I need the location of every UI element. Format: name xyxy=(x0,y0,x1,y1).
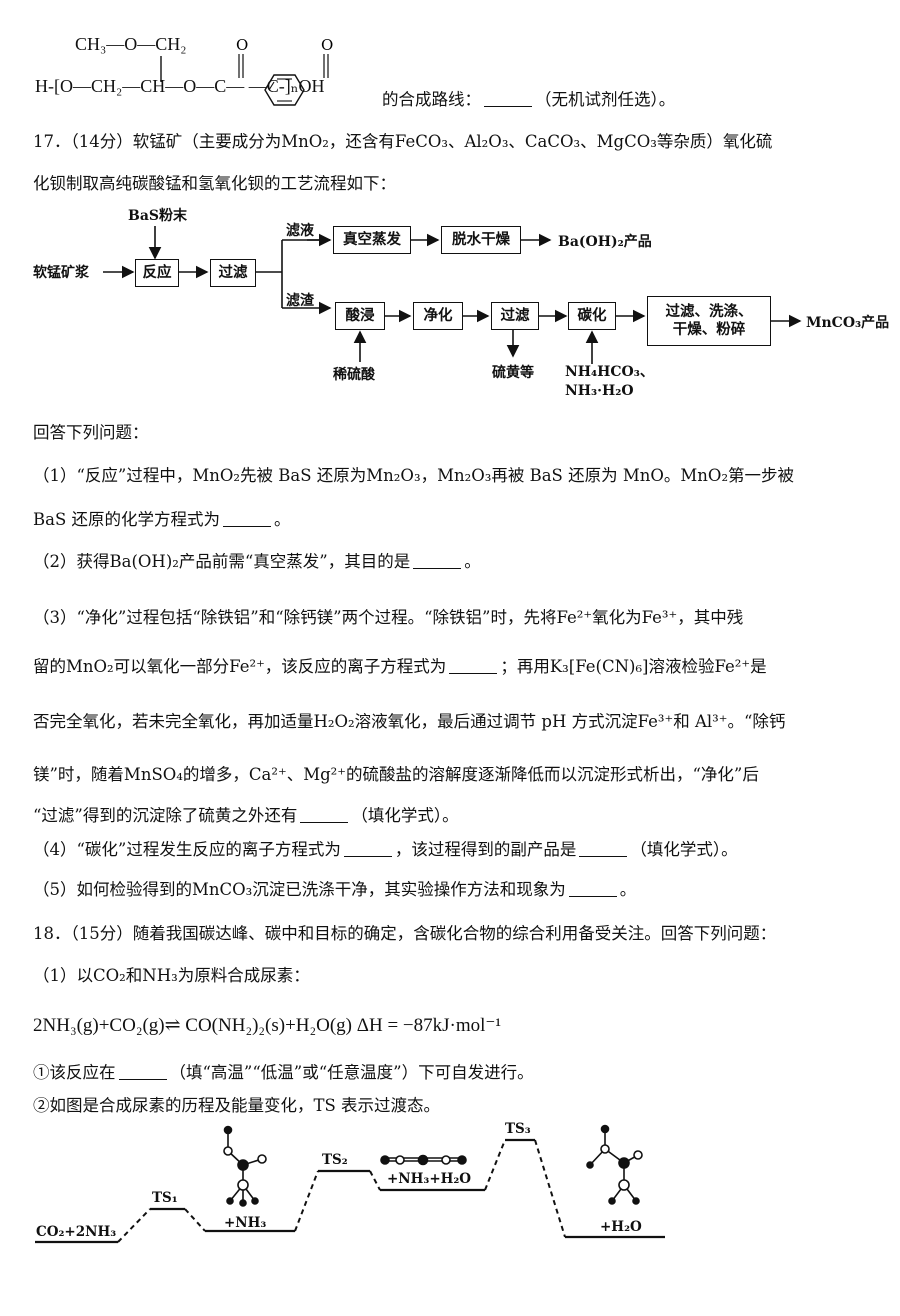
product-mnco3-label: MnCO₃产品 xyxy=(806,315,890,331)
answer-blank[interactable] xyxy=(449,672,498,674)
step-vacuum-evaporation: 真空蒸发 xyxy=(333,226,411,254)
q17-part4: （4）“碳化”过程发生反应的离子方程式为，该过程得到的副产品是（填化学式）。 xyxy=(33,840,738,859)
step-react: 反应 xyxy=(135,259,179,287)
q18-sub1: ①该反应在（填“高温”“低温”或“任意温度”）下可自发进行。 xyxy=(33,1063,534,1082)
q17-stem-line2: 化钡制取高纯碳酸锰和氢氧化钡的工艺流程如下： xyxy=(33,174,396,193)
q18-stem: 18．（15分）随着我国碳达峰、碳中和目标的确定，含碳化合物的综合利用备受关注。… xyxy=(33,924,777,943)
intermediate-molecule-2-icon xyxy=(380,1154,467,1166)
answer-blank[interactable] xyxy=(579,855,628,857)
step-acid-leach: 酸浸 xyxy=(335,302,385,330)
dilute-sulfuric-acid-label: 稀硫酸 xyxy=(333,367,375,383)
step-filter-1: 过滤 xyxy=(210,259,256,287)
svg-text:O: O xyxy=(321,36,333,54)
bas-powder-label: BaS粉末 xyxy=(128,208,188,224)
ts3-label: TS₃ xyxy=(505,1121,531,1137)
answer-blank[interactable] xyxy=(300,821,349,823)
intermediate-molecule-1-icon xyxy=(223,1125,267,1207)
diagram-end-label: +H₂O xyxy=(600,1219,642,1235)
step-purify: 净化 xyxy=(413,302,463,330)
q18-part1: （1）以CO₂和NH₃为原料合成尿素： xyxy=(33,966,310,985)
raw-material-label: 软锰矿浆 xyxy=(33,265,89,281)
q18-sub2: ②如图是合成尿素的历程及能量变化，TS 表示过渡态。 xyxy=(33,1096,441,1115)
polymer-main-chain: H-[O—CH₂—CH—O—C— —C-]ₙOH xyxy=(35,76,325,96)
polymer-question-text: 的合成路线：（无机试剂任选）。 xyxy=(382,90,676,109)
q17-part5: （5）如何检验得到的MnCO₃沉淀已洗涤干净，其实验操作方法和现象为。 xyxy=(33,880,637,899)
q17-part3-line2: 留的MnO₂可以氧化一部分Fe²⁺，该反应的离子方程式为；再用K₃[Fe(CN)… xyxy=(33,657,767,676)
product-baoh2-label: Ba(OH)₂产品 xyxy=(558,234,652,250)
step-dehydration-drying: 脱水干燥 xyxy=(441,226,521,254)
answer-blank[interactable] xyxy=(484,105,532,107)
flowchart-arrows xyxy=(103,226,802,364)
step-carbonization: 碳化 xyxy=(568,302,616,330)
urea-equation: 2NH₃(g)+CO₂(g)⇌ CO(NH₂)₂(s)+H₂O(g) ΔH = … xyxy=(33,1015,502,1036)
filtrate-label: 滤液 xyxy=(286,223,314,239)
step-filter-2: 过滤 xyxy=(491,302,539,330)
q17-part3-line4: 镁”时，随着MnSO₄的增多，Ca²⁺、Mg²⁺的硫酸盐的溶解度逐渐降低而以沉淀… xyxy=(33,765,759,784)
energy-profile-diagram: CO₂+2NH₃ TS₁ +NH₃ TS₂ +NH₃+H₂O TS₃ +H₂O xyxy=(0,1115,900,1255)
polymer-side-chain: CH₃—O—CH₂ xyxy=(75,34,187,54)
q17-part3-line1: （3）“净化”过程包括“除铁铝”和“除钙镁”两个过程。“除铁铝”时，先将Fe²⁺… xyxy=(33,608,744,627)
answer-blank[interactable] xyxy=(223,525,272,527)
energy-path xyxy=(35,1124,665,1244)
q17-part2: （2）获得Ba(OH)₂产品前需“真空蒸发”，其目的是。 xyxy=(33,552,481,571)
answer-blank[interactable] xyxy=(118,1078,167,1080)
answer-blank[interactable] xyxy=(568,895,617,897)
polymer-bonds: O O xyxy=(160,36,333,106)
process-flowchart: BaS粉末 软锰矿浆 反应 过滤 滤液 滤渣 真空蒸发 脱水干燥 Ba(OH)₂… xyxy=(0,200,900,410)
intermediate-2-label: +NH₃+H₂O xyxy=(387,1171,472,1187)
q17-part3-line5: “过滤”得到的沉淀除了硫黄之外还有（填化学式）。 xyxy=(33,806,459,825)
step-filter-wash-dry-crush: 过滤、洗涤、 干燥、粉碎 xyxy=(647,296,771,346)
q17-part3-line3: 否完全氧化，若未完全氧化，再加适量H₂O₂溶液氧化，最后通过调节 pH 方式沉淀… xyxy=(33,712,786,731)
intermediate-1-label: +NH₃ xyxy=(224,1215,267,1231)
ts2-label: TS₂ xyxy=(322,1152,348,1168)
residue-label: 滤渣 xyxy=(286,293,314,309)
ts1-label: TS₁ xyxy=(152,1190,178,1206)
polymer-structure: CH₃—O—CH₂ O O H-[O—CH₂—CH—O—C— —C-]ₙOH xyxy=(33,30,453,110)
answer-intro: 回答下列问题： xyxy=(33,423,149,442)
urea-molecule-icon xyxy=(586,1124,643,1205)
answer-blank[interactable] xyxy=(343,855,392,857)
q17-part1-line2: BaS 还原的化学方程式为。 xyxy=(33,510,291,529)
svg-text:O: O xyxy=(236,36,248,54)
q17-part1-line1: （1）“反应”过程中，MnO₂先被 BaS 还原为Mn₂O₃，Mn₂O₃再被 B… xyxy=(33,466,795,485)
diagram-start-label: CO₂+2NH₃ xyxy=(36,1224,117,1240)
carbonization-reagents: NH₄HCO₃、 NH₃·H₂O xyxy=(565,364,654,399)
q17-stem-line1: 17．（14分）软锰矿（主要成分为MnO₂，还含有FeCO₃、Al₂O₃、CaC… xyxy=(33,132,773,151)
sulfur-label: 硫黄等 xyxy=(492,365,534,381)
answer-blank[interactable] xyxy=(413,567,462,569)
